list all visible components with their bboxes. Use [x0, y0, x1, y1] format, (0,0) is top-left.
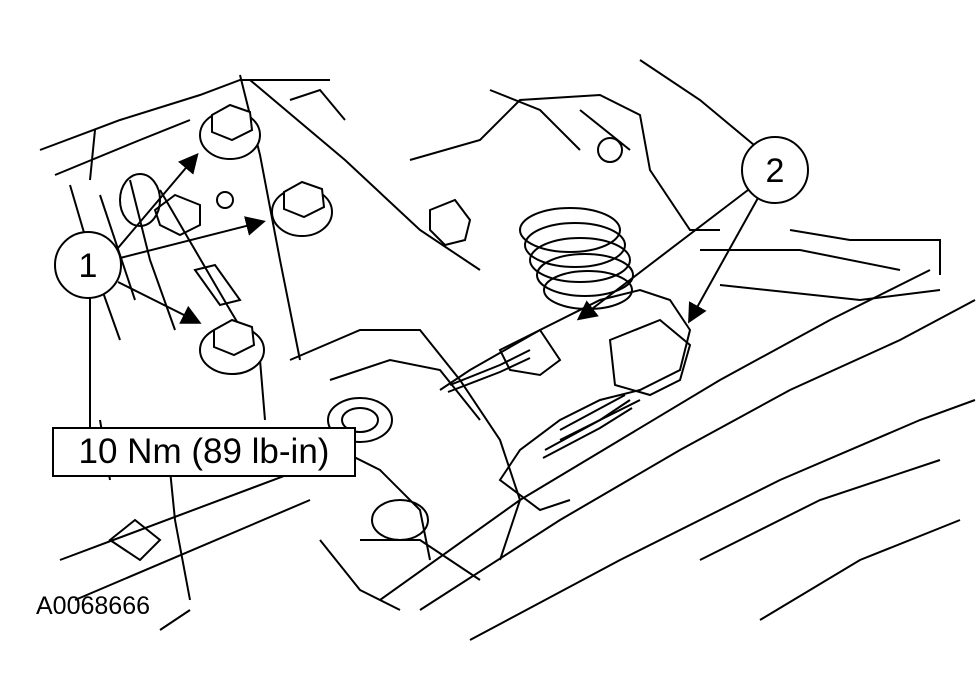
- cables: [447, 349, 633, 459]
- callout-2: 2: [741, 136, 809, 204]
- torque-spec-label: 10 Nm (89 lb-in): [52, 427, 356, 477]
- bolt-bottom: [199, 318, 265, 375]
- throttle-cam: [439, 288, 692, 512]
- callout-1-label: 1: [79, 247, 98, 285]
- callout-1: 1: [54, 231, 122, 299]
- spring-coil: [519, 207, 634, 310]
- callout-1-leaders: [89, 152, 266, 427]
- bolt-middle: [271, 180, 333, 237]
- callout-2-label: 2: [766, 152, 785, 190]
- background-housing-lines: [39, 59, 976, 641]
- callout-2-leaders: [576, 189, 759, 324]
- bolt-top: [199, 103, 261, 160]
- figure-id: A0068666: [36, 592, 151, 620]
